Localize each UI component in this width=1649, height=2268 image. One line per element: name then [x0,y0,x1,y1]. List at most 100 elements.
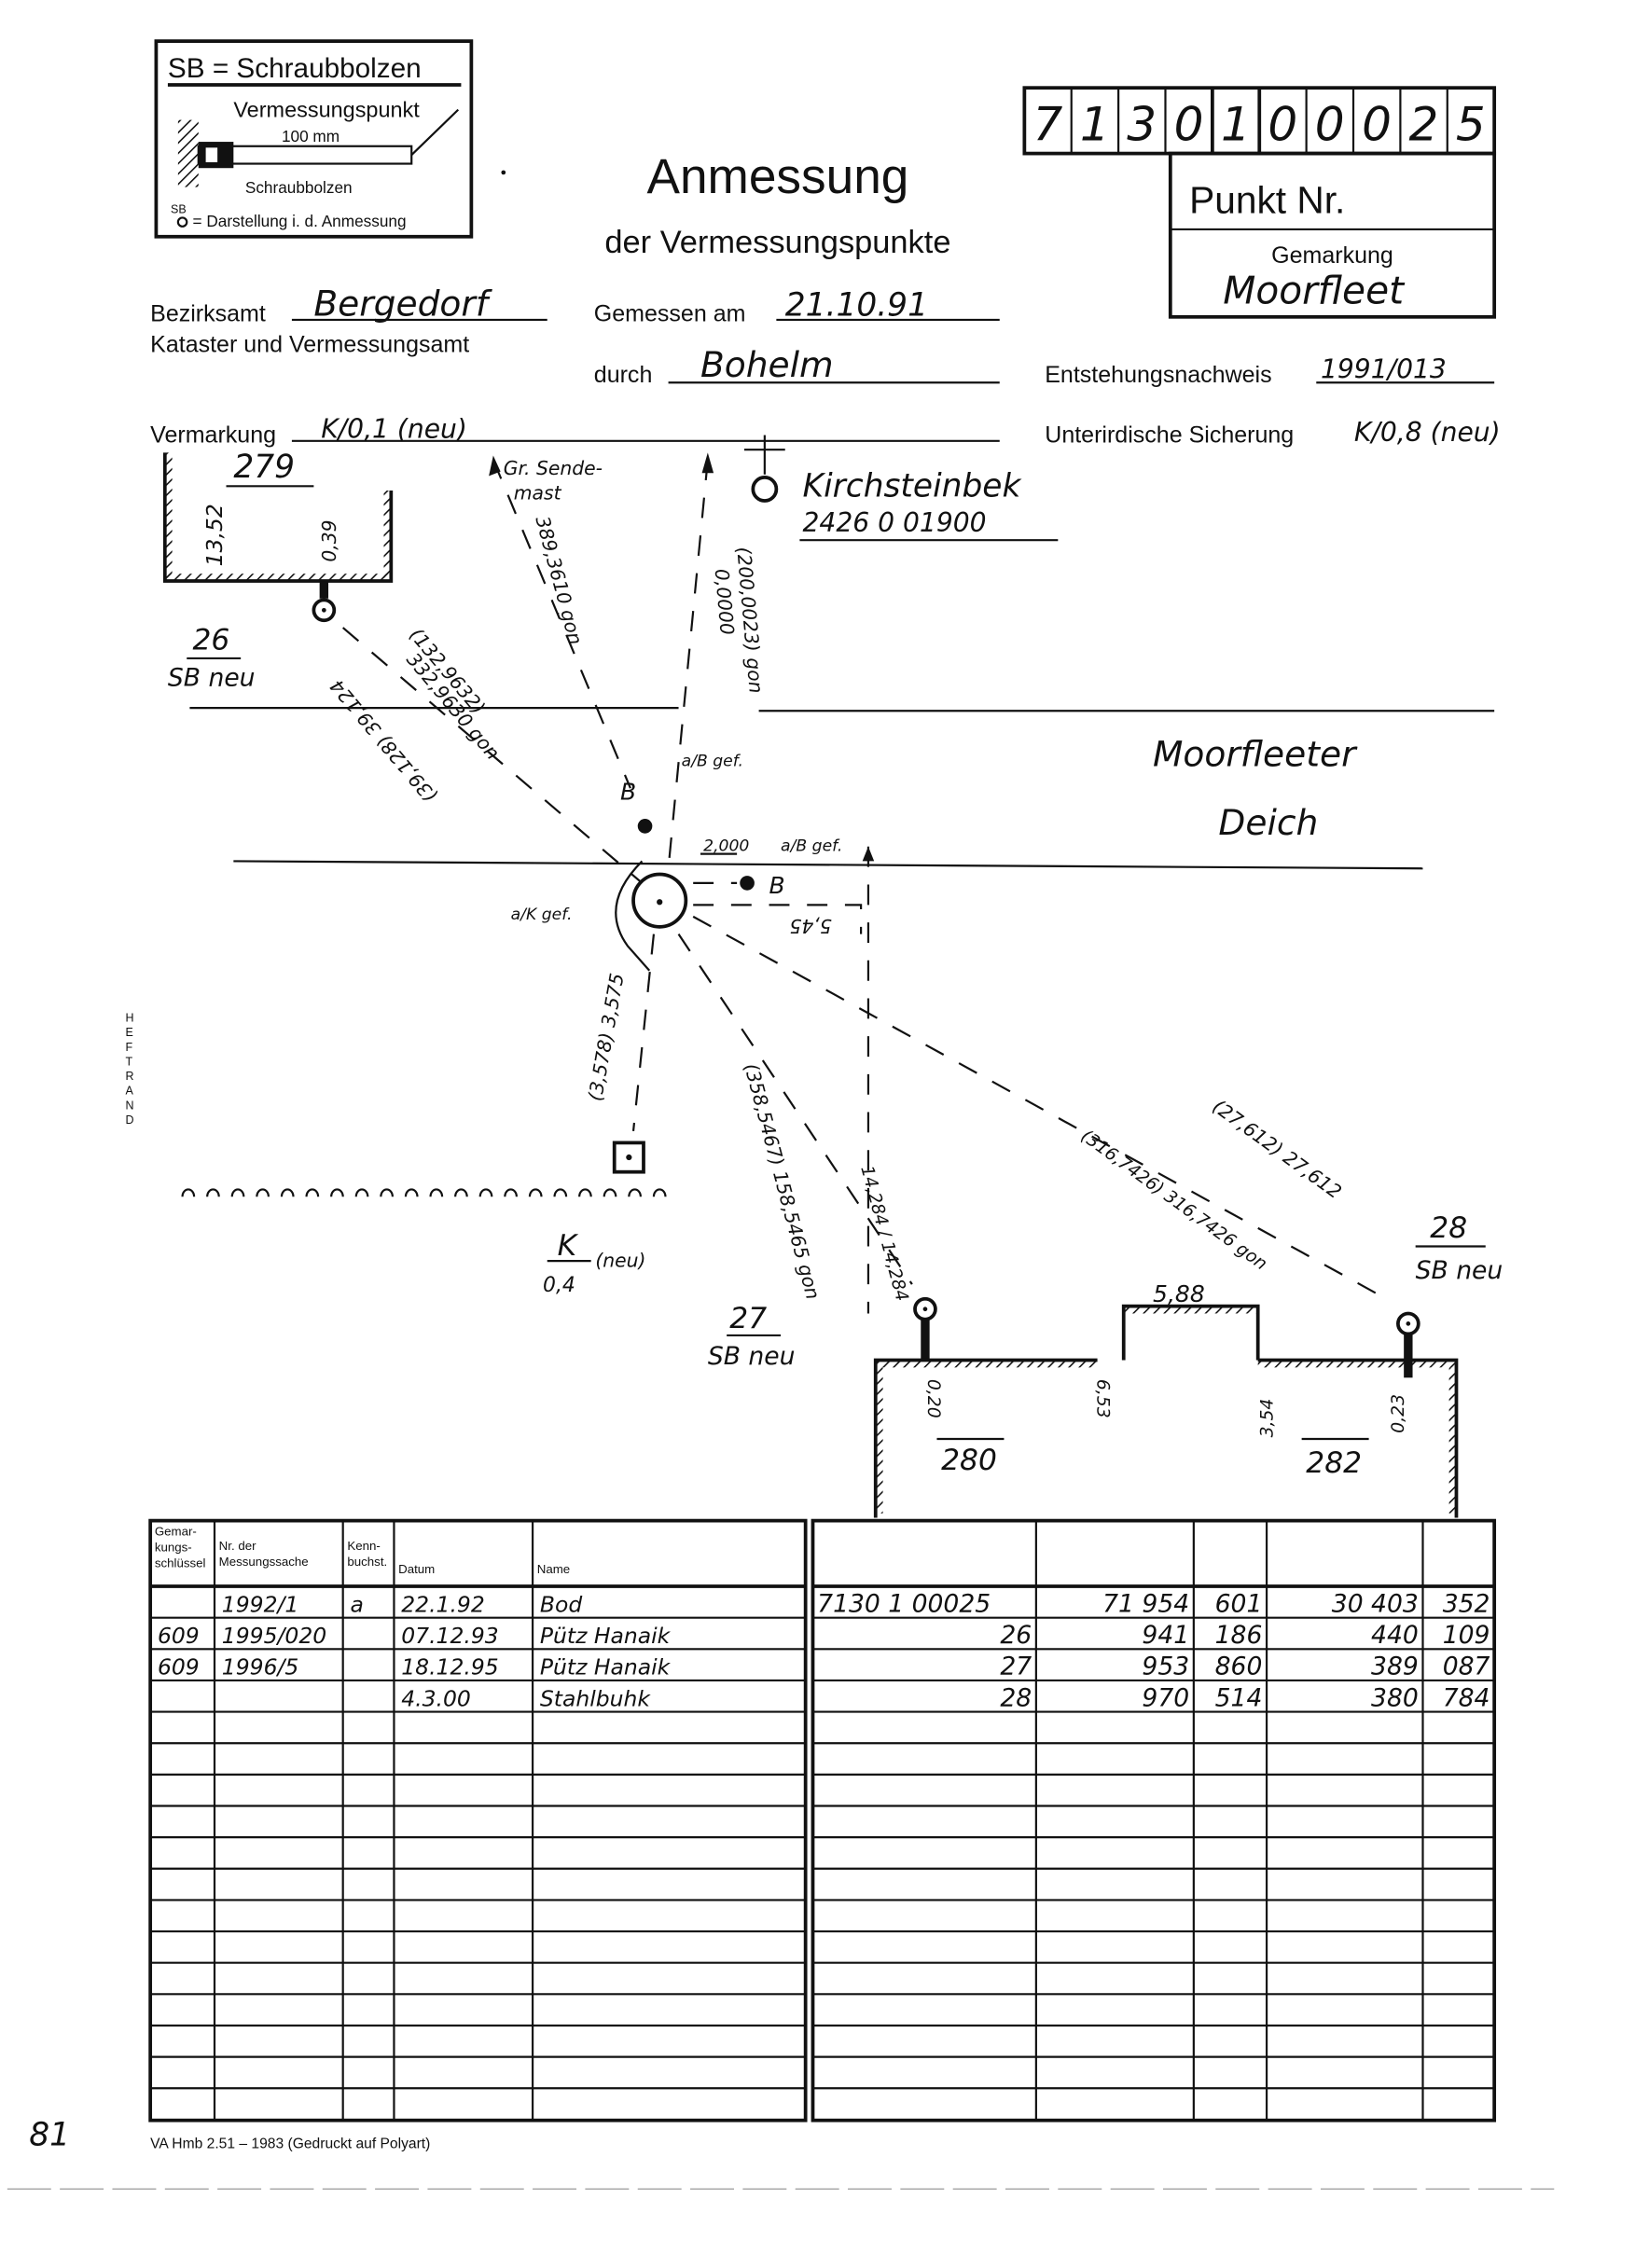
bezirksamt-label: Bezirksamt [150,301,266,327]
punkt-digit: 1 [1080,98,1110,152]
table-cell: Pütz Hanaik [540,1623,672,1649]
kataster-label: Kataster und Vermessungsamt [150,331,469,357]
coordinate-cell: 28 [1000,1683,1032,1712]
point-28-type: SB neu [1416,1256,1504,1285]
kirchsteinbek-number: 2426 0 01900 [803,507,987,538]
dir-27: (358,5467) 158,5465 gon [740,1061,824,1302]
ak-gef: a/K gef. [511,906,573,924]
table-header: Kenn-buchst. [347,1539,387,1569]
coordinate-cell: 941 [1142,1621,1189,1650]
legend-title: SB = Schraubbolzen [168,53,422,84]
dist-28: (27,612) 27,612 [1209,1095,1346,1203]
punkt-digit: 0 [1174,98,1204,152]
gemessen-value: 21.10.91 [785,286,928,324]
survey-sketch: 279 13,52 0,39 26 SB neu Moorfleeter Dei… [162,435,1504,1518]
coordinate-cell: 970 [1142,1683,1189,1712]
table-header: Name [537,1562,570,1576]
sb-symbol-icon [176,216,188,228]
dim-0-39: 0,39 [318,519,340,561]
table-cell: 18.12.95 [401,1654,498,1680]
coordinate-cell: 109 [1443,1621,1490,1650]
durch-signature: Bohelm [700,344,834,385]
dir-kirchsteinbek-2: 0,0000 [711,568,739,636]
house-282-label: 282 [1306,1446,1362,1480]
coordinate-cell: 784 [1443,1683,1490,1712]
kerb-line [181,1188,667,1197]
dim-6-53: 6,53 [1093,1379,1113,1418]
coordinate-cell: 087 [1443,1653,1490,1681]
table-header: Gemar-kungs-schlüssel [155,1524,206,1570]
unterirdisch-label: Unterirdische Sicherung [1045,422,1294,448]
kirchsteinbek-marker-icon [751,476,779,503]
legend-symbol-label: SB [171,203,187,216]
page-title: Anmessung [646,149,908,204]
coordinate-cell: 514 [1215,1683,1263,1712]
legend-box: SB = Schraubbolzen Vermessungspunkt 100 … [154,39,474,239]
dir-sendemast: 389,3610 gon [531,514,587,647]
table-cell: 1992/1 [222,1591,299,1617]
dim-5-88: 5,88 [1153,1280,1205,1307]
b-label-1: B [620,779,636,806]
punkt-digit: 0 [1268,98,1297,152]
punkt-digit: 0 [1362,98,1392,152]
house-280-label: 280 [941,1444,997,1477]
gemarkung-value: Moorfleet [1223,269,1406,313]
dist-26: (39,128) 39,124 [326,675,441,808]
header-fields: Bezirksamt Bergedorf Kataster und Vermes… [150,283,1500,448]
legend-schraubbolzen: Schraubbolzen [245,178,353,197]
table-cell: 609 [158,1654,200,1680]
coordinate-cell: 7130 1 00025 [817,1589,991,1618]
coordinate-cell: 71 954 [1102,1589,1189,1618]
street-name: Moorfleeter [1153,734,1358,775]
page-subtitle: der Vermessungspunkte [604,225,950,260]
gemessen-label: Gemessen am [594,301,746,327]
dir-kirchsteinbek: (200,0023) gon [732,546,768,694]
legend-length: 100 mm [282,127,340,145]
b-label-2: B [769,872,785,899]
punkt-digit: 5 [1456,98,1486,152]
dist-5-45: 5,45 [790,915,832,937]
dir-28: (316,7426) 316,7426 gon [1077,1127,1270,1275]
dim-13-52: 13,52 [201,504,228,566]
ab-gef-1: a/B gef. [682,753,743,771]
durch-label: durch [594,362,653,388]
house-279-label: 279 [233,449,295,486]
punkt-label: Punkt Nr. [1189,179,1345,222]
margin-note: 81 [29,2116,70,2153]
table-cell: Pütz Hanaik [540,1654,672,1680]
table-cell: 4.3.00 [401,1685,471,1711]
coordinate-cell: 30 403 [1332,1589,1419,1618]
point-26-type: SB neu [168,664,256,693]
legend-vermessungspunkt: Vermessungspunkt [233,97,420,121]
k-depth: 0,4 [543,1274,575,1297]
k-neu: (neu) [595,1249,645,1271]
coordinate-cell: 380 [1371,1683,1419,1712]
table-cell: Stahlbuhk [540,1685,651,1711]
coordinate-cell: 953 [1142,1653,1189,1681]
k-marker-icon [612,1141,645,1174]
coordinate-cell: 389 [1371,1653,1419,1681]
coordinate-cell: 440 [1371,1621,1419,1650]
coordinate-cell: 186 [1215,1621,1263,1650]
dim-0-20: 0,20 [923,1379,943,1418]
gemarkung-label: Gemarkung [1271,242,1393,269]
punkt-digit: 2 [1409,98,1439,152]
sendemast-label-2: mast [514,481,562,504]
table-cell: 609 [158,1623,200,1649]
punkt-digit: 7 [1032,98,1062,152]
coordinate-cell: 27 [1000,1653,1032,1681]
table-cell: a [351,1591,364,1617]
form-footer: VA Hmb 2.51 – 1983 (Gedruckt auf Polyart… [150,2136,430,2151]
vermarkung-label: Vermarkung [150,422,276,448]
table-cell: 07.12.93 [401,1623,498,1649]
legend-darstellung: = Darstellung i. d. Anmessung [193,212,407,230]
table-cell: Bod [540,1591,582,1617]
coordinate-cell: 26 [1000,1621,1032,1650]
punkt-digit: 3 [1127,98,1157,152]
table-cell: 1996/5 [222,1654,299,1680]
coordinate-cell: 352 [1443,1589,1490,1618]
dim-0-23: 0,23 [1389,1394,1408,1433]
